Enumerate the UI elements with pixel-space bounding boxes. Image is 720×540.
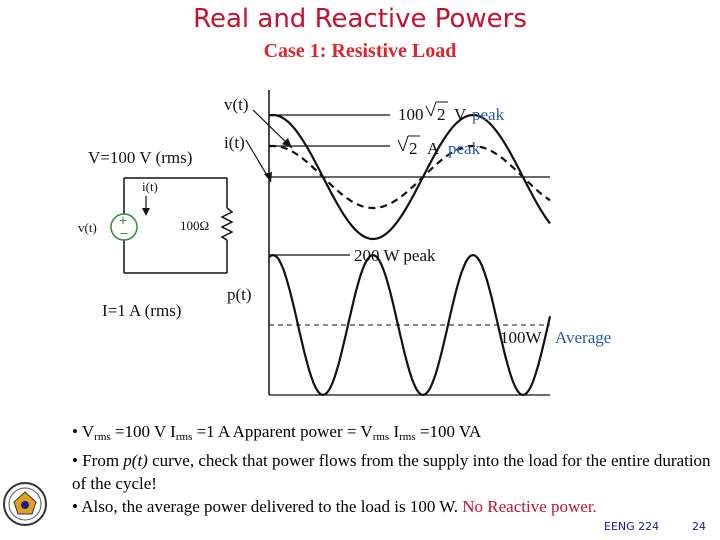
p-average-value: 100W [500,328,543,347]
v-peak-root: 2 [437,105,446,124]
university-seal-logo [3,482,47,526]
p-average-word: Average [555,328,611,347]
no-reactive-power-highlight: No Reactive power. [462,497,597,516]
circuit-source-label: v(t) [78,220,97,235]
waveform-figure: v(t) i(t) p(t) V=100 V (rms) I=1 A (rms)… [78,90,611,397]
slide-title: Real and Reactive Powers [193,4,527,34]
bullet-apparent-power: • Vrms =100 V Irms =1 A Apparent power =… [72,422,482,443]
i-rms-label: I=1 A (rms) [102,301,181,320]
resistive-circuit: + − i(t) v(t) 100Ω [78,177,234,274]
power-waveform [268,253,552,397]
i-arrowhead [264,172,272,182]
circuit-current-label: i(t) [142,179,158,194]
voltage-source-symbol [110,213,138,241]
v-arrowhead [282,138,292,148]
slide-subtitle: Case 1: Resistive Load [263,40,457,62]
footer-page-number: 24 [692,520,706,533]
p-t-label: p(t) [227,285,252,304]
resistor-symbol [220,207,234,241]
i-t-label: i(t) [224,133,245,152]
v-peak-number: 100 [398,105,424,124]
sqrt-sign-v [425,105,432,117]
i-peak-unit: A [427,139,440,158]
v-t-label: v(t) [224,95,249,114]
bullet-power-flow: • From p(t) curve, check that power flow… [72,451,711,493]
v-peak-unit: V [454,105,467,124]
p-peak-label: 200 W peak [354,246,436,265]
resistor-label: 100Ω [180,218,209,233]
bullet-list: • Vrms =100 V Irms =1 A Apparent power =… [72,420,712,518]
i-peak-root: 2 [409,139,418,158]
i-peak-word: peak [448,139,481,158]
v-rms-label: V=100 V (rms) [88,148,192,167]
voltage-waveform [268,113,551,241]
source-minus: − [120,225,128,241]
bullet-average-power: • Also, the average power delivered to t… [72,497,597,516]
sqrt-sign-i [397,139,404,152]
source-plus: + [119,212,127,228]
current-waveform [268,144,551,210]
footer-course-code: EENG 224 [604,520,660,533]
v-peak-word: peak [472,105,505,124]
